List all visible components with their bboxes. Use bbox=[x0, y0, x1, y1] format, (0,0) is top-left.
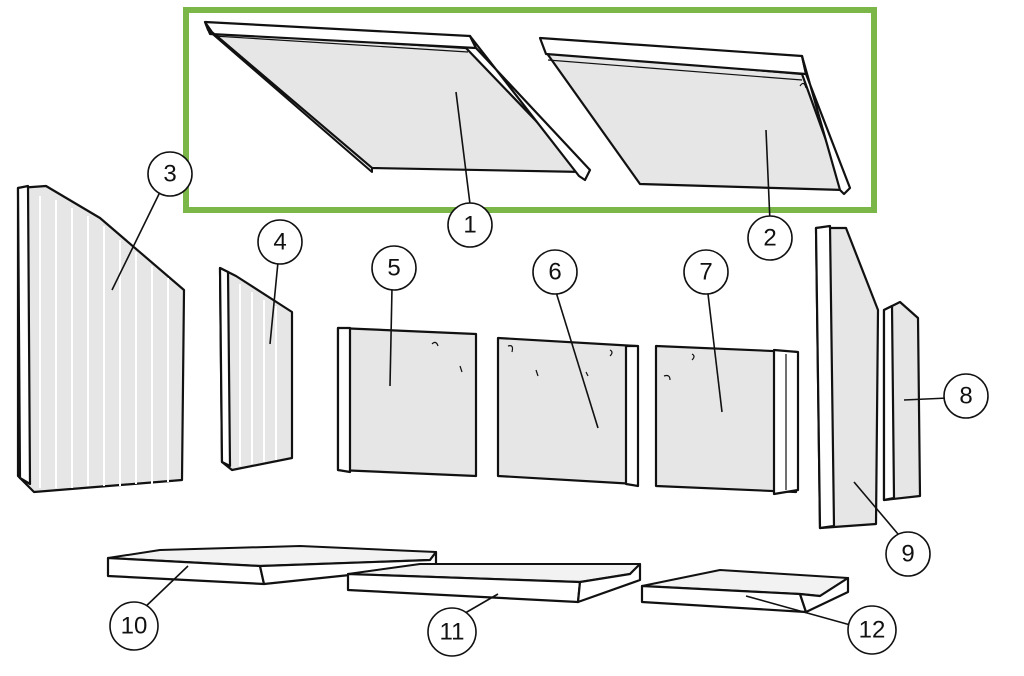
callout-5-label: 5 bbox=[387, 255, 400, 282]
part-3-side-panel[interactable] bbox=[16, 184, 186, 494]
callout-12: 12 bbox=[847, 605, 897, 655]
callout-10-label: 10 bbox=[121, 613, 148, 640]
callout-7: 7 bbox=[683, 249, 729, 295]
callout-8-label: 8 bbox=[959, 383, 972, 410]
callout-2-label: 2 bbox=[763, 225, 776, 252]
callout-4: 4 bbox=[257, 219, 303, 265]
part-9-side-brick[interactable] bbox=[814, 224, 880, 530]
callout-9-label: 9 bbox=[901, 541, 914, 568]
callout-6-label: 6 bbox=[548, 259, 561, 286]
callout-3-label: 3 bbox=[163, 161, 176, 188]
callout-8: 8 bbox=[943, 373, 989, 419]
callout-11: 11 bbox=[427, 607, 477, 657]
part-5-back-brick[interactable] bbox=[336, 326, 478, 478]
highlight-frame bbox=[183, 7, 877, 213]
callout-11-label: 11 bbox=[440, 619, 465, 646]
part-10-floor-plate[interactable] bbox=[106, 545, 438, 586]
part-6-back-brick[interactable] bbox=[496, 336, 640, 488]
callout-1: 1 bbox=[447, 202, 493, 248]
callout-1-label: 1 bbox=[463, 212, 476, 239]
callout-9: 9 bbox=[885, 531, 931, 577]
callout-3: 3 bbox=[147, 151, 193, 197]
part-1-baffle-plate[interactable] bbox=[203, 20, 592, 182]
part-7-back-brick[interactable] bbox=[654, 344, 800, 496]
leader-lines bbox=[111, 91, 949, 627]
callout-6: 6 bbox=[532, 249, 578, 295]
callout-labels: 1 2 3 4 5 6 7 8 bbox=[109, 151, 989, 657]
callout-7-label: 7 bbox=[699, 259, 712, 286]
callout-10: 10 bbox=[109, 601, 159, 651]
callout-4-label: 4 bbox=[273, 229, 286, 256]
part-11-floor-plate[interactable] bbox=[346, 562, 642, 604]
part-4-side-panel[interactable] bbox=[218, 266, 294, 472]
part-2-baffle-plate[interactable] bbox=[538, 36, 852, 196]
callout-5: 5 bbox=[371, 245, 417, 291]
callout-2: 2 bbox=[747, 215, 793, 261]
part-12-floor-plate[interactable] bbox=[640, 569, 850, 614]
callout-12-label: 12 bbox=[859, 617, 886, 644]
part-8-side-brick[interactable] bbox=[882, 300, 922, 502]
